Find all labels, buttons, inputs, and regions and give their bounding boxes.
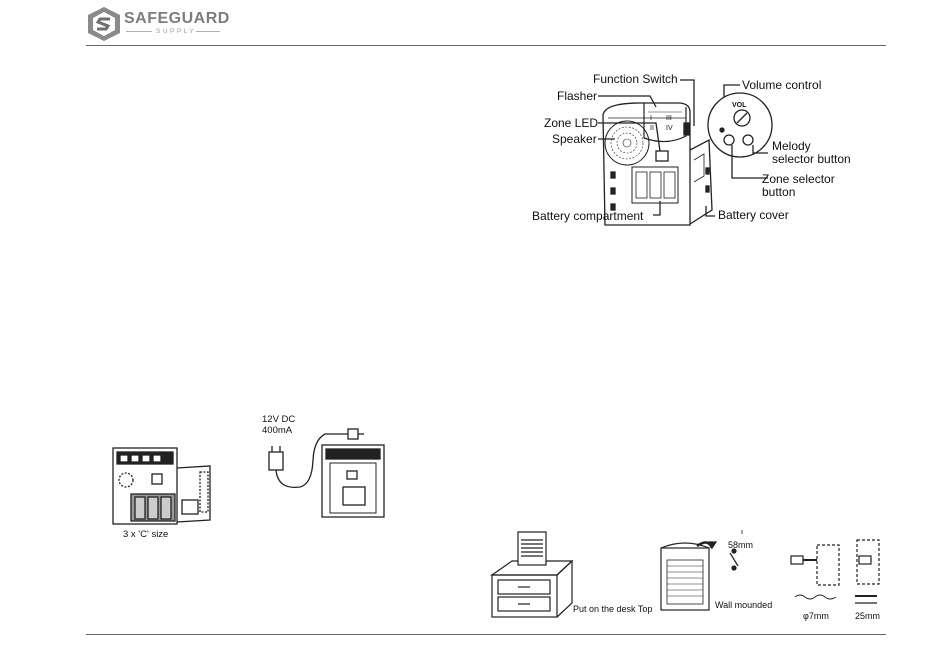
wall-caption: Wall mounded (715, 600, 772, 610)
wall-unit (661, 548, 709, 610)
drill-diameter-label: φ7mm (803, 611, 829, 621)
spacing-label: 58mm (728, 540, 753, 550)
desk-caption: Put on the desk Top (573, 604, 652, 614)
depth-label: 25mm (855, 611, 880, 621)
